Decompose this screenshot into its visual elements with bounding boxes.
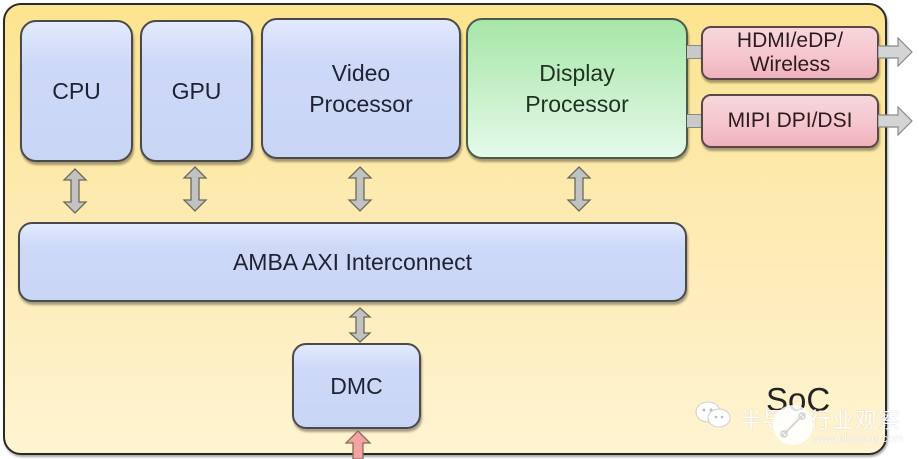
wechat-icon [695,401,731,428]
video-label-line1: Video [331,59,391,86]
watermark-text: 半导体行业观察 [740,408,902,433]
display-label-line1: Display [539,59,615,86]
cpu-block: CPU [20,20,133,162]
amba-axi-interconnect-block: AMBA AXI Interconnect [18,222,687,302]
dmc-label: DMC [330,372,383,399]
cpu-label: CPU [52,77,101,104]
hdmi-output-arrow [878,37,913,67]
interconnect-label: AMBA AXI Interconnect [232,248,473,275]
hdmi-label-line1: HDMI/eDP/ [736,29,844,52]
cpu-interconnect-arrow [62,168,88,214]
gpu-label: GPU [171,77,222,104]
hdmi-label-line2: Wireless [749,53,831,76]
gpu-block: GPU [140,20,253,162]
video-processor-block: Video Processor [261,18,461,159]
video-interconnect-arrow [347,166,373,212]
display-interconnect-arrow [566,166,592,212]
video-label-line2: Processor [309,90,413,117]
hdmi-label: HDMI/eDP/ Wireless [737,29,843,77]
display-processor-label: Display Processor [525,58,629,120]
watermark-url: www.elecfans.com [812,433,904,445]
display-to-mipi-link [687,114,704,128]
display-processor-block: Display Processor [466,18,688,159]
elecfans-logo-icon [773,405,813,445]
mipi-output-arrow [878,106,913,136]
hdmi-edp-wireless-block: HDMI/eDP/ Wireless [701,26,879,80]
gpu-interconnect-arrow [182,166,208,212]
interconnect-dmc-arrow [348,307,372,343]
display-to-hdmi-link [687,45,704,59]
dmc-block: DMC [292,343,421,429]
dmc-input-arrow [344,430,372,459]
display-label-line2: Processor [525,90,629,117]
mipi-label: MIPI DPI/DSI [727,109,853,132]
video-processor-label: Video Processor [309,58,413,120]
mipi-dpi-dsi-block: MIPI DPI/DSI [701,94,879,148]
